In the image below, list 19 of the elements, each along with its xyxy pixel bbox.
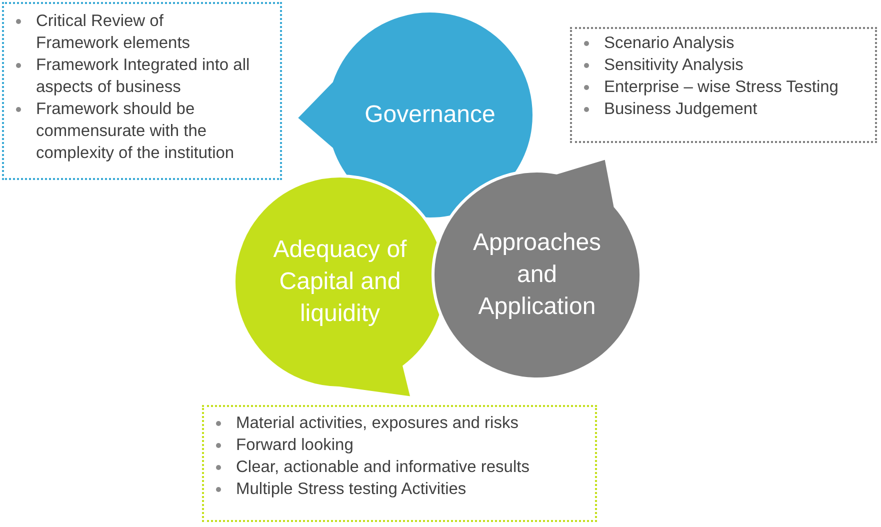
bubble-label: Governance [364,100,496,130]
bullet-item: Business Judgement [604,100,758,118]
speech-bubble [433,158,641,379]
bullet-item: Enterprise – wise Stress Testing [604,78,838,96]
speech-bubble [296,11,534,219]
bubble-label: Approaches and Application [472,228,602,322]
bullet-list-box [202,405,597,522]
bullet-item: Material activities, exposures and risks [236,414,518,432]
bullet-item: Scenario Analysis [604,34,734,52]
bullet-item: Framework Integrated into all aspects of business [36,56,250,96]
bullet-list-box [570,27,877,143]
bullet-item: Sensitivity Analysis [604,56,744,74]
bullet-item: Framework should be commensurate with the complexity of the institution [36,100,234,162]
bullet-item: Forward looking [236,436,354,454]
bullet-list-box [2,2,282,180]
bullet-item: Clear, actionable and informative results [236,458,530,476]
bubble-label: Adequacy of Capital and liquidity [272,235,408,329]
bullet-item: Multiple Stress testing Activities [236,480,466,498]
bullet-item: Critical Review of Framework elements [36,12,190,52]
